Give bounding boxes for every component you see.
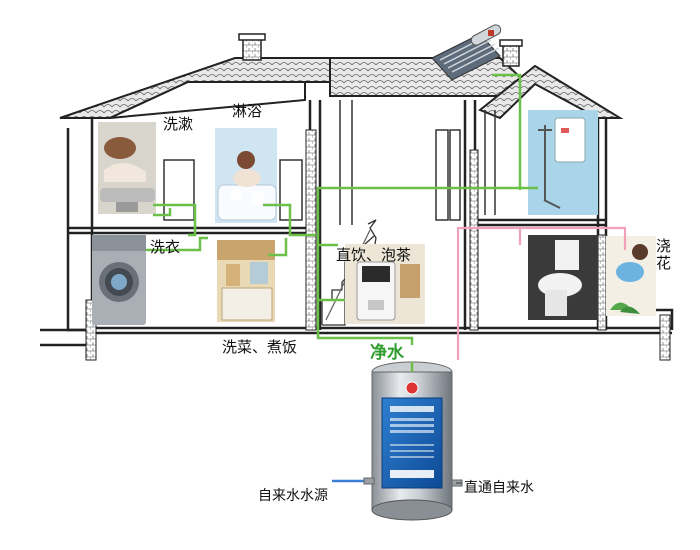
- label-pure-water: 净水: [370, 343, 404, 363]
- room-toilet: [528, 235, 598, 320]
- room-wash-basin: [98, 122, 156, 214]
- pure-water-pipes: [146, 73, 538, 345]
- label-shower: 淋浴: [232, 102, 263, 120]
- label-direct-tap: 直通自来水: [464, 480, 534, 496]
- solar-water-heater: [431, 24, 502, 81]
- brick-columns: [85, 129, 671, 361]
- room-kitchen: [217, 240, 275, 322]
- room-water-heater: [528, 110, 598, 215]
- room-washing-machine: [92, 235, 146, 325]
- water-purifier-tank: [363, 361, 463, 521]
- room-water-dispenser: [345, 244, 425, 324]
- label-wash-cook: 洗菜、煮饭: [222, 338, 298, 356]
- room-bathtub: [215, 128, 277, 223]
- label-wash-face: 洗漱: [163, 115, 194, 133]
- label-laundry: 洗衣: [150, 238, 181, 256]
- label-drink-tea: 直饮、泡茶: [336, 246, 412, 264]
- label-water-flowers: 浇花: [654, 238, 672, 272]
- tap-water-pipes: [456, 226, 627, 360]
- windows: [163, 100, 496, 225]
- room-flowers: [606, 236, 656, 316]
- chimneys: [238, 33, 523, 67]
- label-tap-source: 自来水水源: [258, 488, 328, 504]
